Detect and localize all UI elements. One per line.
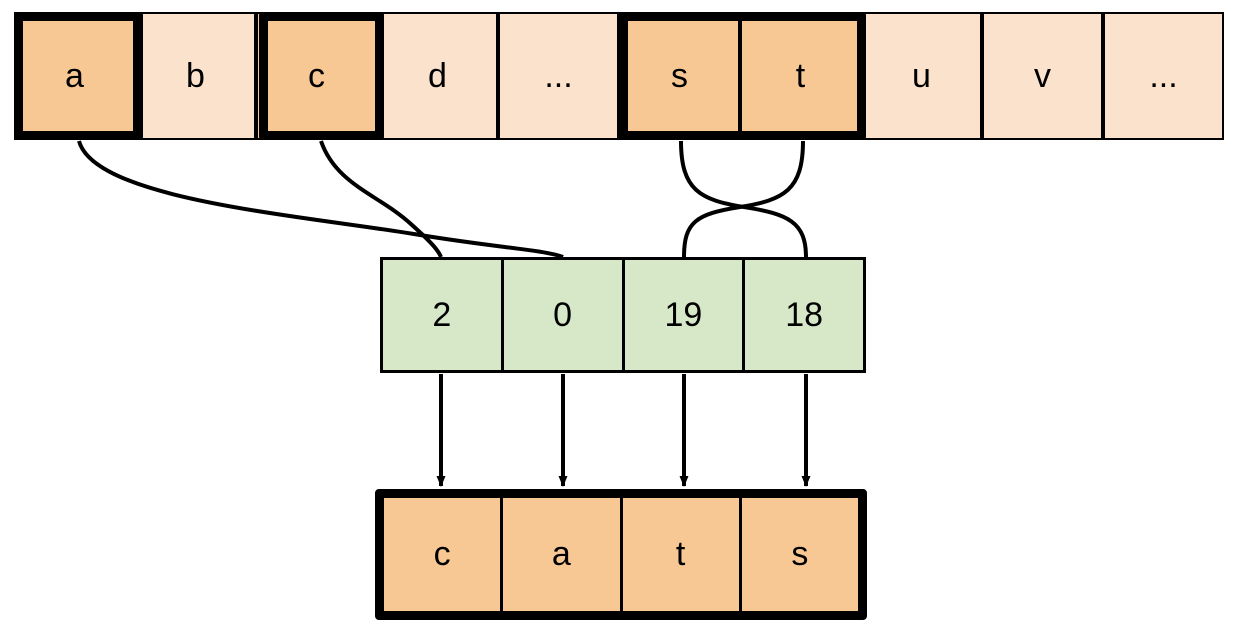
- wire-s-to-18: [679, 140, 808, 258]
- alphabet-cell-t[interactable]: t: [740, 12, 861, 140]
- alphabet-cell-b[interactable]: b: [135, 12, 256, 140]
- index-cell-0[interactable]: 2: [383, 260, 504, 370]
- alphabet-cell-u[interactable]: u: [861, 12, 982, 140]
- index-cell-3[interactable]: 18: [785, 295, 824, 334]
- index-cell-1[interactable]: 0: [504, 260, 625, 370]
- result-cell-2[interactable]: t: [623, 498, 742, 611]
- alphabet-cell-a[interactable]: a: [14, 12, 135, 140]
- alphabet-cell-c[interactable]: c: [256, 12, 377, 140]
- result-cell-1[interactable]: a: [503, 498, 623, 611]
- alphabet-cell-ellipsis-4[interactable]: ...: [498, 12, 619, 140]
- result-cell-0[interactable]: c: [384, 498, 504, 611]
- alphabet-cell-s[interactable]: s: [619, 12, 740, 140]
- alphabet-cell-ellipsis-9[interactable]: ...: [1103, 12, 1224, 140]
- wire-a-to-0: [77, 140, 564, 259]
- alphabet-cell-v[interactable]: v: [982, 12, 1103, 140]
- result-cell-3[interactable]: s: [791, 535, 809, 573]
- wire-t-to-19: [682, 140, 805, 258]
- wire-c-to-2: [319, 140, 443, 258]
- index-cell-2[interactable]: 19: [625, 260, 746, 370]
- alphabet-cell-d[interactable]: d: [377, 12, 498, 140]
